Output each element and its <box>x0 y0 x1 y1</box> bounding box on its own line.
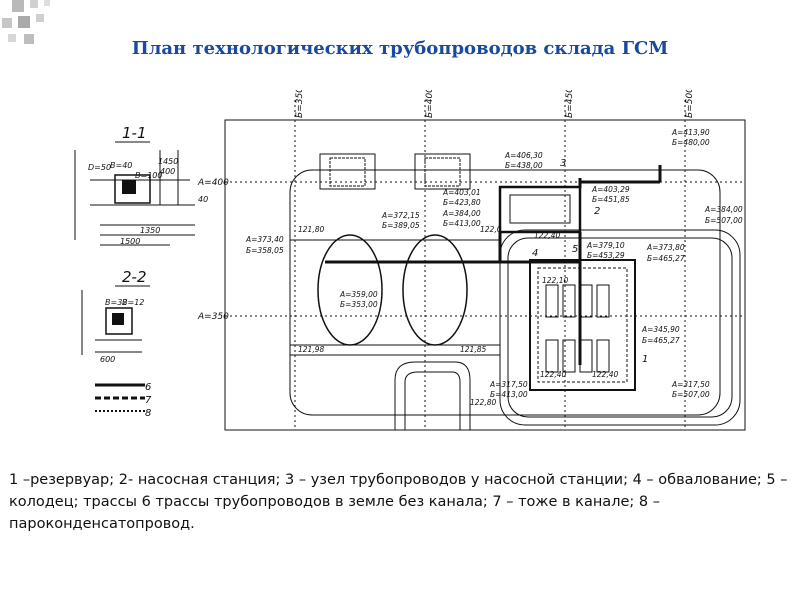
svg-text:Б=465,27: Б=465,27 <box>642 336 680 345</box>
svg-text:2: 2 <box>594 206 600 217</box>
pump-station <box>498 185 582 234</box>
svg-text:B=100: B=100 <box>135 171 162 180</box>
svg-text:А=373,40: А=373,40 <box>245 235 284 244</box>
pipe-block <box>112 313 124 325</box>
svg-text:B=12: B=12 <box>122 298 144 307</box>
buildings-top <box>319 153 471 190</box>
svg-text:А=413,90: А=413,90 <box>671 128 710 137</box>
axis-b450: Б=450 <box>565 90 575 118</box>
svg-text:Б=438,00: Б=438,00 <box>505 161 543 170</box>
elevation-labels: 121,80 121,98 121,85 122,0 122,40 122,10… <box>298 225 618 407</box>
section-2-2: 2-2 B=32 B=12 600 <box>81 268 150 364</box>
svg-text:Б=451,85: Б=451,85 <box>592 195 630 204</box>
coordinate-labels: А=413,90Б=480,00 А=406,30Б=438,00 А=403,… <box>245 128 743 399</box>
svg-text:400: 400 <box>160 167 175 176</box>
svg-text:А=379,10: А=379,10 <box>586 241 625 250</box>
slide-corner-decoration <box>0 0 60 60</box>
section-1-1-label: 1-1 <box>122 124 147 142</box>
grid-axes <box>225 100 745 430</box>
legend-7: 7 <box>145 395 152 406</box>
slide-title: План технологических трубопроводов склад… <box>131 38 669 59</box>
tank-farm-right <box>529 259 636 391</box>
svg-text:А=384,00: А=384,00 <box>442 209 481 218</box>
line-type-legend: 6 7 8 <box>95 382 152 419</box>
svg-text:1450: 1450 <box>158 157 178 166</box>
legend-caption: 1 –резервуар; 2- насосная станция; 3 – у… <box>9 472 788 532</box>
svg-text:4: 4 <box>532 248 538 259</box>
svg-text:122,0: 122,0 <box>480 225 502 234</box>
svg-text:122,40: 122,40 <box>540 370 566 379</box>
svg-text:А=317,50: А=317,50 <box>671 380 710 389</box>
svg-text:122,80: 122,80 <box>470 398 496 407</box>
svg-text:Б=480,00: Б=480,00 <box>672 138 710 147</box>
axis-b500: Б=500 <box>685 90 695 118</box>
svg-text:Б=353,00: Б=353,00 <box>340 300 378 309</box>
svg-text:1: 1 <box>642 354 648 365</box>
svg-text:А=403,29: А=403,29 <box>591 185 630 194</box>
svg-text:3: 3 <box>560 158 566 169</box>
svg-text:А=373,80: А=373,80 <box>646 243 685 252</box>
callouts: 1 2 3 4 5 <box>532 158 648 365</box>
svg-text:Б=423,80: Б=423,80 <box>443 198 481 207</box>
legend-8: 8 <box>145 408 151 419</box>
section-2-2-label: 2-2 <box>122 268 147 286</box>
svg-text:Б=507,00: Б=507,00 <box>705 216 743 225</box>
section-1-1: 1-1 D=50 B=40 B=100 1450 400 1350 1500 4… <box>74 124 208 246</box>
svg-text:122,40: 122,40 <box>592 370 618 379</box>
legend-6: 6 <box>145 382 151 393</box>
svg-text:Б=413,00: Б=413,00 <box>490 390 528 399</box>
svg-text:Б=413,00: Б=413,00 <box>443 219 481 228</box>
svg-text:D=50: D=50 <box>88 163 111 172</box>
svg-text:1350: 1350 <box>140 226 160 235</box>
svg-text:А=345,90: А=345,90 <box>641 325 680 334</box>
svg-text:40: 40 <box>198 195 208 204</box>
svg-text:А=359,00: А=359,00 <box>339 290 378 299</box>
road-ring <box>289 169 741 430</box>
pipe-block <box>122 180 136 194</box>
svg-text:1500: 1500 <box>120 237 140 246</box>
svg-text:Б=507,00: Б=507,00 <box>672 390 710 399</box>
svg-text:Б=389,05: Б=389,05 <box>382 221 420 230</box>
axis-a350: А=350 <box>197 312 229 322</box>
svg-text:А=317,50: А=317,50 <box>489 380 528 389</box>
svg-text:А=372,15: А=372,15 <box>381 211 420 220</box>
svg-text:122,10: 122,10 <box>542 276 568 285</box>
svg-text:Б=358,05: Б=358,05 <box>246 246 284 255</box>
svg-text:А=384,00: А=384,00 <box>704 205 743 214</box>
axis-a400: А=400 <box>197 178 229 188</box>
svg-text:B=40: B=40 <box>110 161 132 170</box>
svg-text:5: 5 <box>572 244 578 255</box>
svg-text:122,40: 122,40 <box>534 231 560 240</box>
svg-text:Б=453,29: Б=453,29 <box>587 251 625 260</box>
svg-text:600: 600 <box>100 355 115 364</box>
axis-b400: Б=400 <box>425 90 435 118</box>
reservoir-group-left <box>290 234 500 346</box>
svg-text:121,98: 121,98 <box>298 345 324 354</box>
svg-text:B=32: B=32 <box>105 298 127 307</box>
site-boundary <box>224 119 746 431</box>
svg-text:121,80: 121,80 <box>298 225 324 234</box>
axis-b350: Б=350 <box>295 90 305 118</box>
svg-text:А=406,30: А=406,30 <box>504 151 543 160</box>
svg-text:А=403,01: А=403,01 <box>442 188 481 197</box>
pipeline-plan-drawing: 1-1 D=50 B=40 B=100 1450 400 1350 1500 4… <box>74 90 746 431</box>
svg-text:121,85: 121,85 <box>460 345 486 354</box>
svg-text:Б=465,27: Б=465,27 <box>647 254 685 263</box>
